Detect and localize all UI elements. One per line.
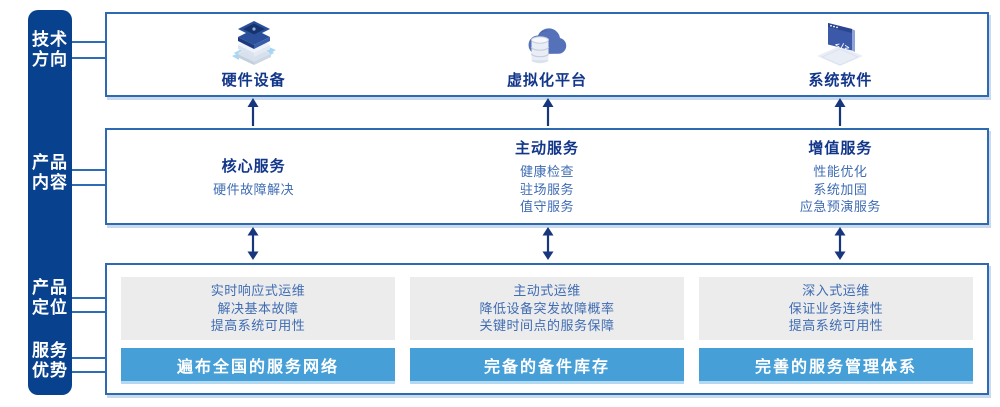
positioning-point: 降低设备突发故障概率 (479, 300, 615, 316)
advantage-bar: 完善的服务管理体系 (699, 348, 973, 381)
service-item: 健康检查 (519, 164, 574, 180)
product-content-box: 核心服务 硬件故障解决 主动服务 健康检查 驻场服务 值守服务 增值服务 性能优… (105, 128, 989, 225)
sidebar-label-line: 优势 (32, 361, 68, 380)
positioning-points-panel: 深入式运维 保证业务连续性 提高系统可用性 (699, 277, 973, 340)
tech-item-label: 硬件设备 (221, 71, 286, 89)
up-arrow-icon (247, 98, 259, 126)
positioning-point: 提高系统可用性 (210, 318, 306, 334)
positioning-point: 主动式运维 (513, 283, 581, 299)
service-column-title: 核心服务 (221, 157, 286, 175)
advantage-bar: 完备的备件库存 (410, 348, 684, 381)
connector-line (72, 311, 105, 313)
code-window-icon: </> (817, 22, 864, 66)
service-column-title: 主动服务 (514, 140, 579, 158)
positioning-point: 解决基本故障 (217, 300, 299, 316)
service-item: 值守服务 (519, 199, 574, 215)
sidebar-label-line: 服务 (32, 341, 68, 360)
tech-item-virtualization: 虚拟化平台 (400, 14, 693, 95)
sidebar-label-line: 内容 (32, 173, 68, 192)
service-column-title: 增值服务 (808, 140, 873, 158)
sidebar-item-product-positioning: 产品 定位 (28, 278, 72, 318)
service-item: 系统加固 (813, 181, 868, 197)
connector-line (72, 297, 105, 299)
svg-text:</>: </> (835, 39, 850, 52)
server-stack-icon (231, 20, 276, 65)
up-arrow-icon (542, 98, 554, 126)
sidebar-label-line: 产品 (32, 278, 68, 297)
sidebar-label-line: 方向 (32, 50, 68, 69)
positioning-column: 主动式运维 降低设备突发故障概率 关键时间点的服务保障 完备的备件库存 (410, 277, 684, 381)
service-column-core: 核心服务 硬件故障解决 (107, 130, 400, 223)
sidebar-item-service-advantage: 服务 优势 (28, 341, 72, 381)
connector-line (72, 184, 105, 186)
service-item: 硬件故障解决 (213, 181, 295, 197)
positioning-point: 提高系统可用性 (788, 318, 884, 334)
service-column-proactive: 主动服务 健康检查 驻场服务 值守服务 (400, 130, 693, 223)
connector-line (72, 57, 105, 59)
tech-item-system-software: </> 系统软件 (694, 14, 987, 95)
service-item: 性能优化 (813, 164, 868, 180)
tech-item-hardware: 硬件设备 (107, 14, 400, 95)
sidebar-item-tech-direction: 技术 方向 (28, 30, 72, 70)
service-item: 驻场服务 (519, 181, 574, 197)
sidebar-label-line: 技术 (32, 30, 68, 49)
cloud-database-icon (528, 27, 567, 63)
service-column-value-added: 增值服务 性能优化 系统加固 应急预演服务 (694, 130, 987, 223)
positioning-column: 深入式运维 保证业务连续性 提高系统可用性 完善的服务管理体系 (699, 277, 973, 381)
product-positioning-box: 实时响应式运维 解决基本故障 提高系统可用性 遍布全国的服务网络 主动式运维 降… (105, 263, 989, 395)
double-arrow-icon (247, 227, 259, 260)
connector-line (72, 357, 105, 359)
positioning-point: 实时响应式运维 (210, 283, 306, 299)
up-arrow-icon (834, 98, 846, 126)
connector-line (72, 41, 105, 43)
positioning-point: 保证业务连续性 (788, 300, 884, 316)
connector-line (72, 371, 105, 373)
positioning-column: 实时响应式运维 解决基本故障 提高系统可用性 遍布全国的服务网络 (121, 277, 395, 381)
tech-item-label: 虚拟化平台 (506, 71, 587, 89)
positioning-points-panel: 实时响应式运维 解决基本故障 提高系统可用性 (121, 277, 395, 340)
category-sidebar: 技术 方向 产品 内容 产品 定位 服务 优势 (28, 10, 72, 395)
tech-direction-box: 硬件设备 虚拟化平台 (105, 12, 989, 97)
positioning-points-panel: 主动式运维 降低设备突发故障概率 关键时间点的服务保障 (410, 277, 684, 340)
double-arrow-icon (542, 227, 554, 260)
advantage-bar: 遍布全国的服务网络 (121, 348, 395, 381)
sidebar-label-line: 产品 (32, 153, 68, 172)
sidebar-label-line: 定位 (32, 298, 68, 317)
double-arrow-icon (834, 227, 846, 260)
service-item: 应急预演服务 (799, 199, 881, 215)
positioning-point: 关键时间点的服务保障 (479, 318, 615, 334)
tech-item-label: 系统软件 (808, 71, 873, 89)
connector-line (72, 169, 105, 171)
sidebar-item-product-content: 产品 内容 (28, 153, 72, 193)
positioning-point: 深入式运维 (802, 283, 870, 299)
